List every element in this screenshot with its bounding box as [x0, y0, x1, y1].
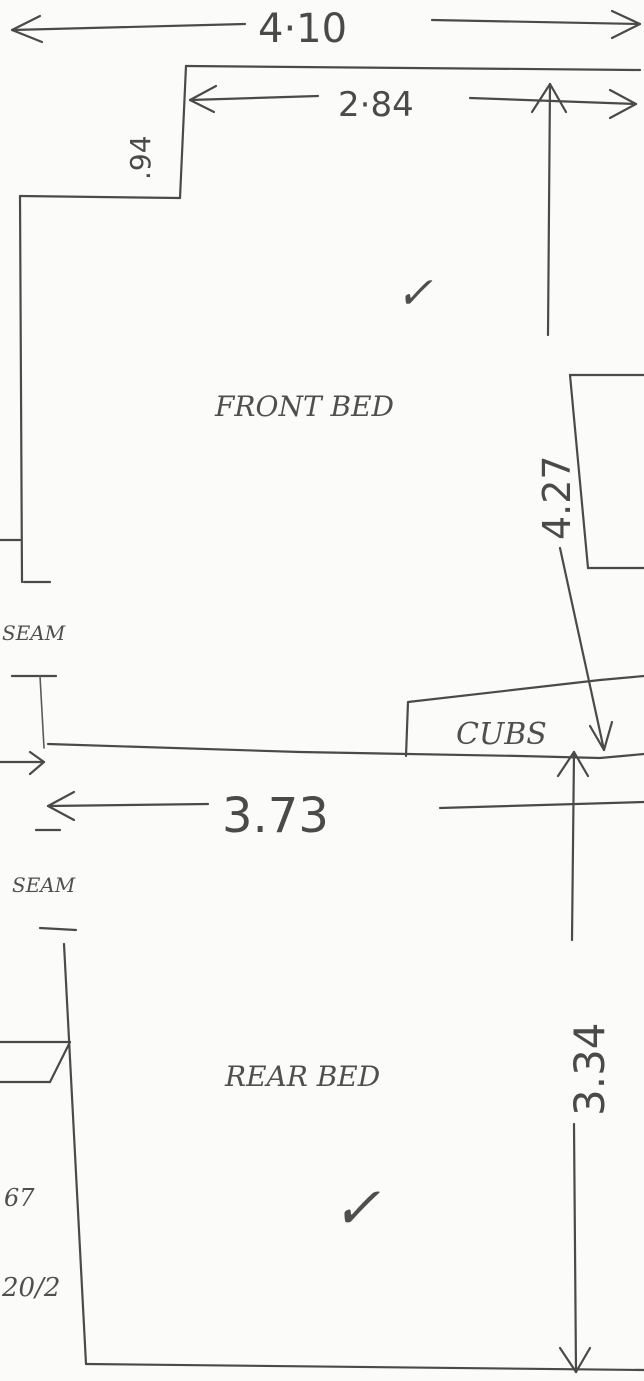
cubs-label: CUBS — [456, 717, 547, 752]
rear-bed-check: ✓ — [332, 1174, 381, 1242]
front-inner-width-dimension: 2·84 — [188, 84, 638, 125]
seam-top-label: SEAM — [2, 621, 66, 645]
front-bed-check: ✓ — [396, 268, 433, 319]
step-dimension: .94 — [124, 135, 157, 180]
seam-top-line — [39, 675, 45, 749]
step-dimension-label: .94 — [124, 135, 157, 180]
seam-bottom-label: SEAM — [12, 873, 76, 897]
rear-depth-dimension: 3.34 — [556, 750, 614, 1374]
front-bed-outline — [0, 64, 644, 584]
overall-width-dimension: 4·10 — [10, 6, 642, 52]
left-note-20-2: 20/2 — [1, 1273, 60, 1303]
front-bed-label: FRONT BED — [214, 390, 394, 423]
bed-divider-line — [46, 742, 644, 760]
seam-width-dimension: 3.73 — [34, 788, 644, 844]
seam-bottom-tick — [38, 926, 78, 932]
rear-bed-label: REAR BED — [224, 1060, 380, 1093]
overall-width-label: 4·10 — [258, 6, 347, 52]
rear-depth-label: 3.34 — [565, 1022, 614, 1116]
front-depth-dimension: 4.27 — [530, 82, 614, 752]
rear-bed-outline — [0, 942, 644, 1372]
cubs-box: CUBS — [404, 674, 644, 758]
front-inner-width-label: 2·84 — [338, 85, 414, 125]
front-depth-label: 4.27 — [535, 455, 579, 540]
left-note-67: 67 — [4, 1184, 35, 1212]
left-divider-arrowhead — [28, 750, 46, 776]
seam-width-label: 3.73 — [222, 788, 329, 844]
